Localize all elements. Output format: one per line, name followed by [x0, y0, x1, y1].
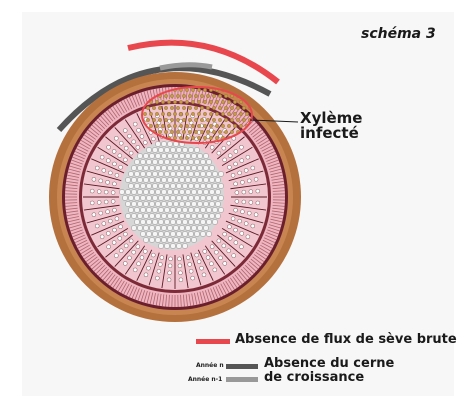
legend-ring-line2: de croissance: [264, 371, 394, 385]
legend-year-n1-label: Année n-1: [188, 376, 222, 383]
callout-line2: infecté: [300, 126, 362, 141]
legend-ring-absence: Absence du cerne de croissance: [264, 357, 394, 385]
callout-infected-xylem: Xylème infecté: [300, 111, 362, 141]
diagram-title: schéma 3: [361, 26, 436, 42]
legend-ring-line1: Absence du cerne: [264, 357, 394, 371]
legend-swatch-dark: [226, 364, 258, 369]
legend-sap-flow: Absence de flux de sève brute: [235, 333, 457, 347]
legend-year-n-label: Année n: [196, 362, 224, 369]
legend-swatch-red: [196, 339, 230, 344]
legend-swatch-light: [226, 377, 258, 382]
